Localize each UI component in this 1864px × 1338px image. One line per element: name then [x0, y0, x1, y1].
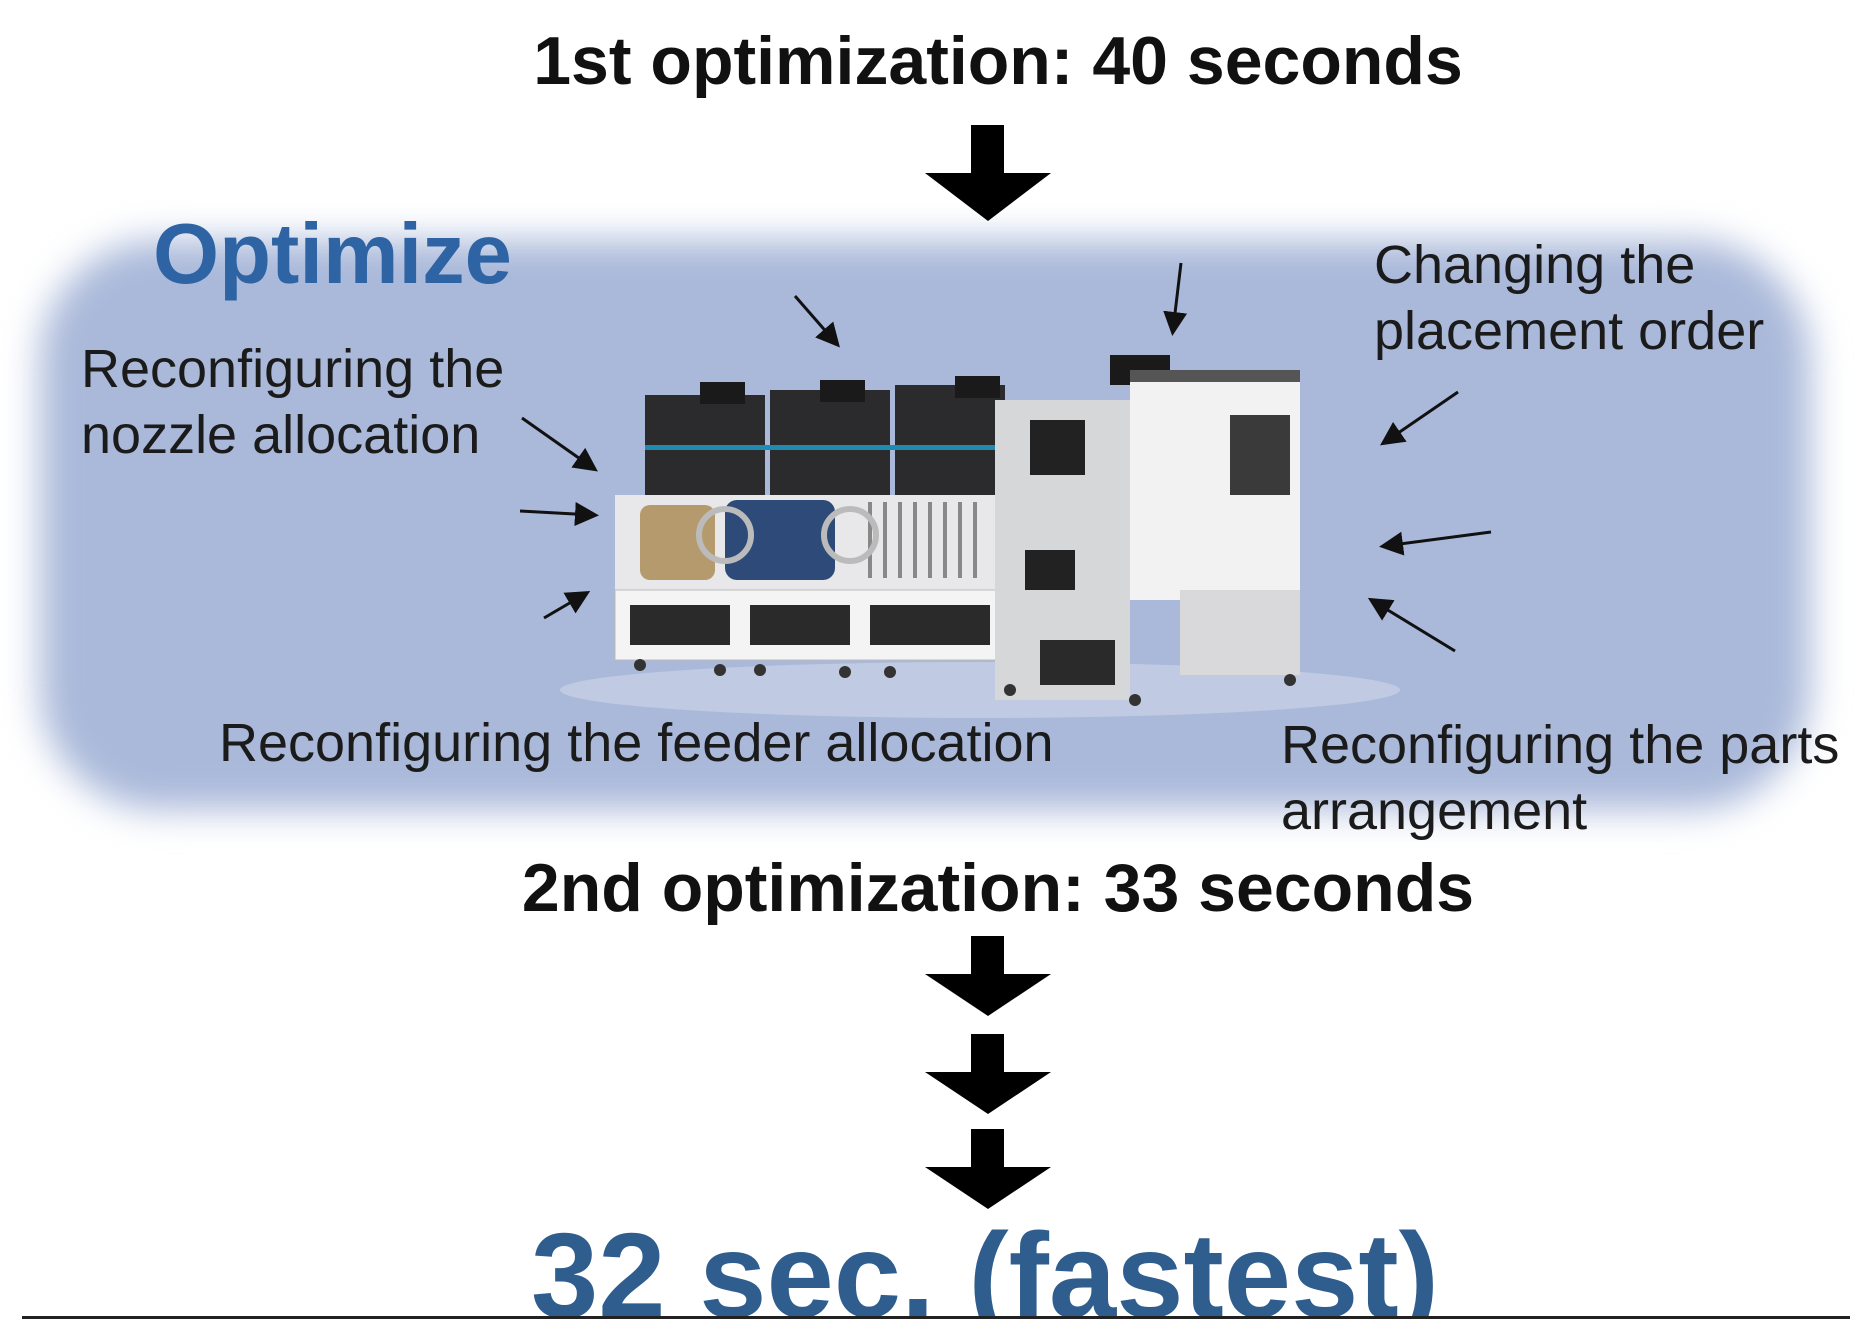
second-optimization-title: 2nd optimization: 33 seconds	[521, 850, 1475, 926]
result-clip: 32 sec. (fastest)	[0, 1200, 1864, 1318]
fastest-result: 32 sec. (fastest)	[531, 1207, 1439, 1318]
pointer-arrow-icon	[521, 416, 598, 472]
optimize-heading: Optimize	[153, 207, 512, 302]
down-arrow-icon	[925, 1034, 1051, 1114]
label-line: placement order	[1374, 301, 1765, 361]
down-arrow-icon	[925, 1129, 1051, 1209]
first-optimization-title: 1st optimization: 40 seconds	[533, 23, 1463, 99]
pointer-arrow-icon	[1163, 262, 1188, 336]
pointer-arrow-icon	[1380, 390, 1459, 446]
label-line: Reconfiguring the parts	[1281, 715, 1840, 775]
pointer-arrow-icon	[1379, 530, 1492, 556]
down-arrow-icon	[925, 125, 1051, 221]
pointer-arrow-icon	[793, 295, 840, 348]
placement-order-label: Changing the placement order	[1374, 232, 1764, 364]
pointer-arrows	[519, 262, 1492, 653]
label-line: Changing the	[1374, 235, 1696, 295]
pointer-arrow-icon	[543, 590, 591, 620]
feeder-allocation-label: Reconfiguring the feeder allocation	[219, 713, 1054, 773]
nozzle-allocation-label: Reconfiguring the nozzle allocation	[81, 336, 504, 468]
pointer-arrow-icon	[519, 502, 599, 526]
label-line: arrangement	[1281, 781, 1588, 841]
placement-machine-image	[560, 355, 1400, 718]
down-arrow-icon	[925, 936, 1051, 1016]
label-line: Reconfiguring the	[81, 339, 505, 399]
label-line: nozzle allocation	[81, 405, 481, 465]
pointer-arrow-icon	[1367, 597, 1456, 653]
parts-arrangement-label: Reconfiguring the parts arrangement	[1281, 712, 1839, 844]
bottom-divider	[22, 1316, 1850, 1319]
